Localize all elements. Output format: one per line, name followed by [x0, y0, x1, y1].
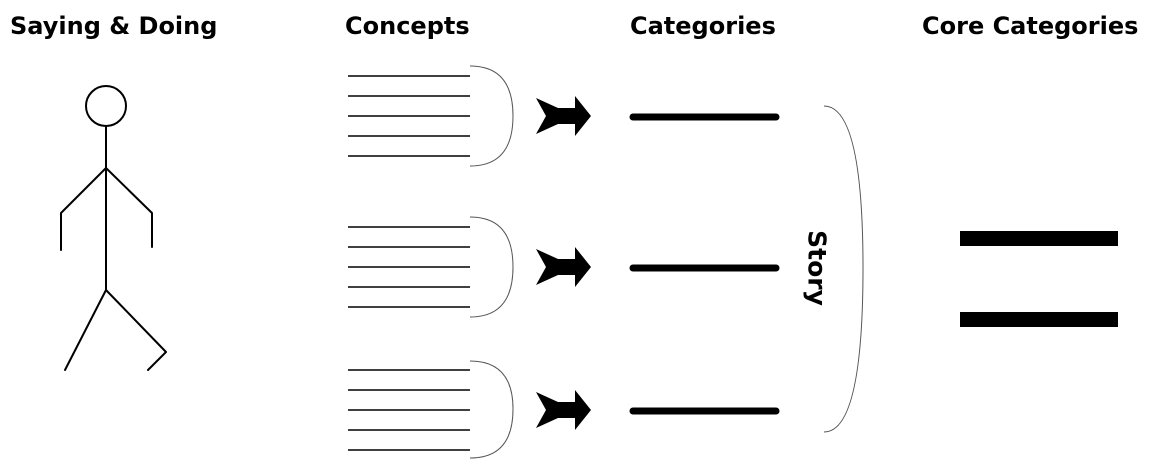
- stick-figure-icon: [60, 85, 167, 371]
- concept-lines: [348, 369, 470, 451]
- concept-lines: [348, 226, 470, 308]
- figure-right-arm: [105, 167, 153, 248]
- story-bracket: [823, 105, 864, 433]
- concepts-heading: Concepts: [345, 12, 470, 40]
- core-category-bar-2: [960, 312, 1118, 327]
- figure-head: [85, 85, 127, 127]
- concept-bracket: [469, 360, 514, 459]
- concept-group-2: [348, 216, 780, 318]
- core-category-bar-1: [960, 231, 1118, 246]
- double-arrow-icon: [536, 390, 591, 430]
- figure-left-arm: [60, 167, 107, 251]
- saying-doing-heading: Saying & Doing: [10, 12, 218, 40]
- categories-heading: Categories: [630, 12, 776, 40]
- double-arrow-icon: [536, 96, 591, 136]
- concept-group-3: [348, 360, 780, 459]
- concept-bracket: [469, 65, 514, 167]
- figure-right-leg: [105, 289, 167, 371]
- concept-lines: [348, 75, 470, 157]
- figure-left-leg: [64, 289, 107, 371]
- concept-bracket: [469, 216, 514, 318]
- core-categories-heading: Core Categories: [922, 12, 1139, 40]
- double-arrow-icon: [536, 247, 591, 287]
- concept-group-1: [348, 65, 780, 167]
- story-label: Story: [803, 230, 832, 306]
